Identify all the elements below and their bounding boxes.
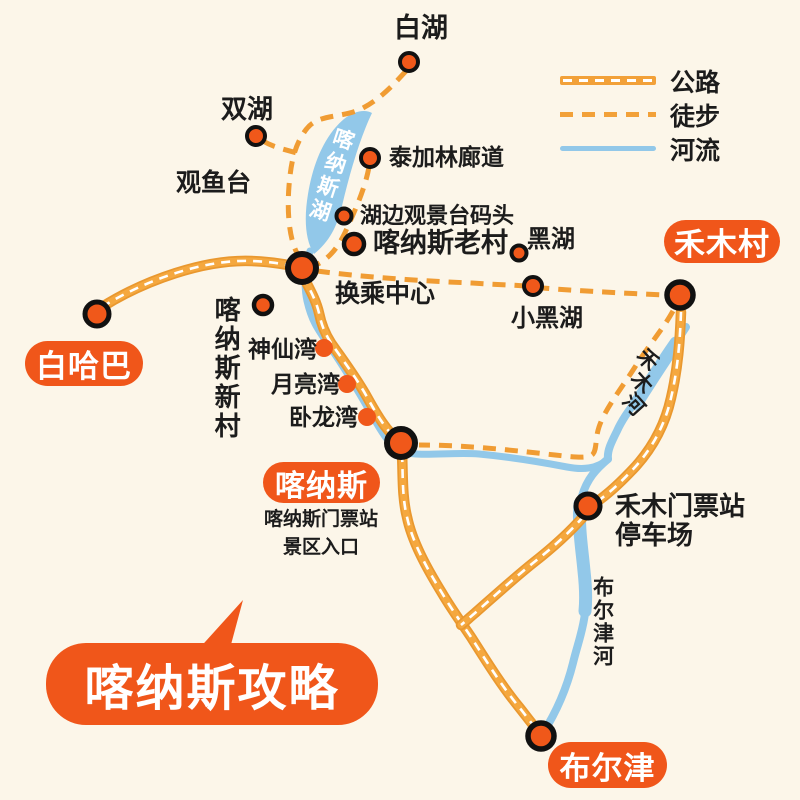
trail-hemu-kanas <box>418 309 676 460</box>
road-line-icon <box>560 76 656 85</box>
label-transfer-center: 换乘中心 <box>335 280 436 308</box>
label-hemu-gate-line2: 停车场 <box>615 520 694 551</box>
legend-road-label: 公路 <box>670 68 721 97</box>
legend-road-row: 公路 <box>560 68 720 97</box>
legend-trail-label: 徒步 <box>670 102 721 131</box>
label-kanas-gate-line1: 喀纳斯门票站 <box>263 509 378 530</box>
label-fairy-bay: 神仙湾 <box>248 336 317 362</box>
marker-baihaba[interactable] <box>82 299 112 329</box>
badge-kanas[interactable]: 喀纳斯 <box>263 462 380 503</box>
label-lakeside-pier: 湖边观景台码头 <box>360 203 515 228</box>
road-hemu-hemugate <box>589 306 687 509</box>
label-hemu-gate-line1: 禾木门票站 <box>615 491 746 521</box>
legend-trail-row: 徒步 <box>560 102 720 131</box>
label-kanas-gate-line2: 景区入口 <box>282 536 359 558</box>
hemu-river-wide <box>629 336 683 411</box>
marker-transfer-center[interactable] <box>285 251 319 285</box>
marker-fairy-bay[interactable] <box>315 339 333 357</box>
label-moon-bay: 月亮湾 <box>271 371 340 397</box>
trail-transfer-hemu <box>316 268 666 298</box>
trail-line-icon <box>560 112 656 117</box>
marker-taiga-corridor[interactable] <box>359 147 381 169</box>
legend: 公路 徒步 河流 <box>560 68 720 165</box>
marker-lakeside-pier[interactable] <box>334 206 354 226</box>
marker-black-lake[interactable] <box>509 243 529 263</box>
marker-kanas-old-village[interactable] <box>341 231 367 257</box>
marker-burqin[interactable] <box>525 720 557 752</box>
label-kanas-old-village: 喀纳斯老村 <box>373 228 508 258</box>
trail-whitelake-transfer <box>285 69 408 267</box>
label-taiga-corridor: 泰加林廊道 <box>389 144 504 170</box>
trail-doublelake-spur <box>261 138 298 156</box>
label-white-lake: 白湖 <box>394 13 448 43</box>
kanas-lake-shape <box>305 111 372 254</box>
road-hemugate-junction <box>455 510 590 631</box>
label-kanas-new-village: 喀纳斯新村 <box>211 296 242 441</box>
label-fish-viewing-platform: 观鱼台 <box>176 169 252 197</box>
marker-small-black-lake[interactable] <box>522 275 544 297</box>
marker-hemu-village[interactable] <box>664 279 696 311</box>
title-bubble-tail <box>196 600 243 652</box>
marker-double-lake[interactable] <box>245 125 267 147</box>
label-kanas-gate: 喀纳斯门票站 景区入口 <box>246 506 396 561</box>
legend-river-row: 河流 <box>560 136 720 165</box>
river-line-icon <box>560 146 656 151</box>
badge-hemu-village[interactable]: 禾木村 <box>664 220 780 263</box>
marker-hemu-gate[interactable] <box>573 491 603 521</box>
legend-river-label: 河流 <box>670 136 721 165</box>
marker-kanas[interactable] <box>384 426 418 460</box>
marker-moon-bay[interactable] <box>338 375 356 393</box>
label-black-lake: 黑湖 <box>527 226 575 253</box>
badge-burqin[interactable]: 布尔津 <box>548 742 667 788</box>
label-hemu-gate: 禾木门票站 停车场 <box>615 491 746 551</box>
label-double-lake: 双湖 <box>221 94 274 124</box>
badge-baihaba[interactable]: 白哈巴 <box>25 341 143 386</box>
page-title: 喀纳斯攻略 <box>46 643 378 725</box>
marker-kanas-new-village[interactable] <box>251 293 275 317</box>
label-small-black-lake: 小黑湖 <box>511 305 583 332</box>
road-kanas-burqin <box>396 447 547 740</box>
label-wolong-bay: 卧龙湾 <box>289 404 358 430</box>
trail-taiga-transfer <box>314 166 372 268</box>
label-burqin-river: 布尔津河 <box>590 576 614 668</box>
marker-wolong-bay[interactable] <box>358 408 376 426</box>
marker-white-lake[interactable] <box>398 51 420 73</box>
